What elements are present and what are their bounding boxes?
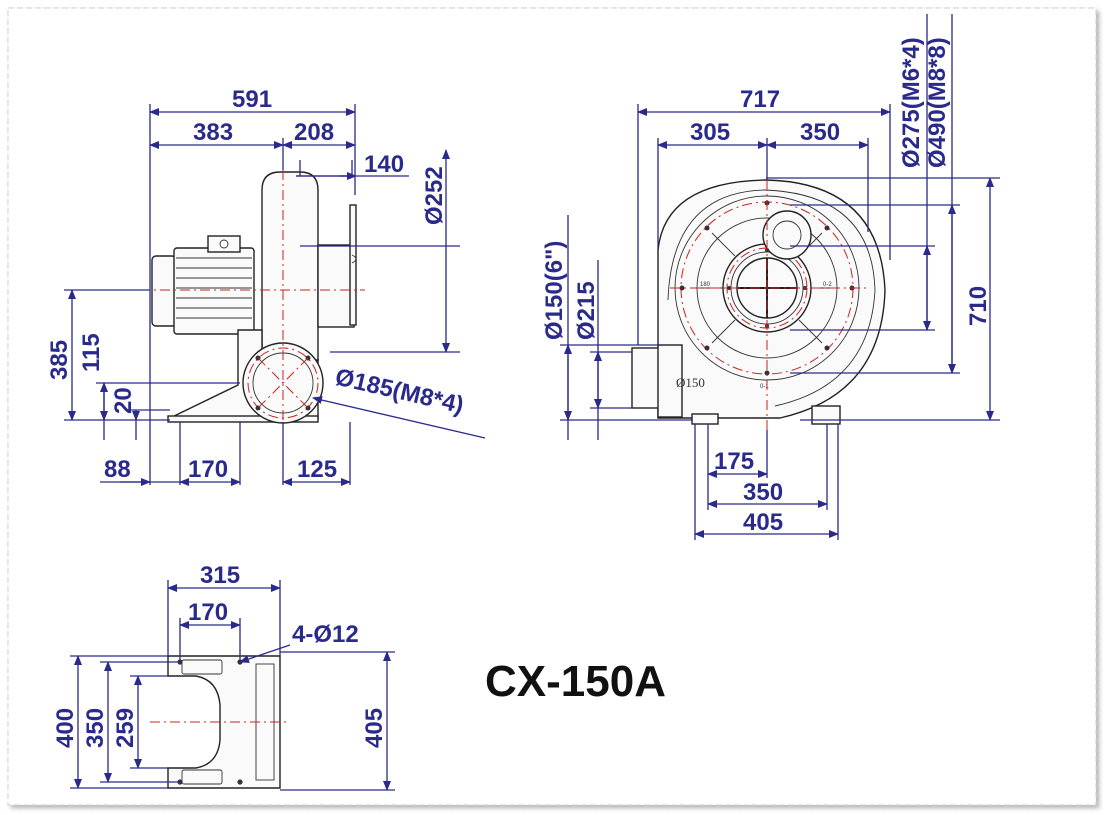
front-foot-left: [691, 413, 719, 425]
outlet-duct: [631, 347, 661, 409]
flange-hook: [351, 254, 357, 264]
dim-d252: Ø252: [421, 166, 448, 225]
motor-fins: [176, 257, 252, 319]
dim-125: 125: [297, 456, 337, 483]
dim-259: 259: [112, 708, 139, 748]
blower-housing: [261, 171, 319, 361]
dim-383: 383: [193, 119, 233, 146]
dim-350-base: 350: [82, 708, 109, 748]
dim-115: 115: [78, 333, 105, 372]
dim-140: 140: [364, 151, 404, 178]
dim-350-bottom: 350: [743, 479, 783, 506]
scroll-inner: [667, 189, 876, 407]
dim-717: 717: [740, 86, 780, 113]
dim-710: 710: [965, 286, 992, 326]
inlet-flange: [349, 204, 357, 326]
dim-591: 591: [232, 86, 272, 113]
bolt-label-left: 180: [700, 282, 711, 288]
terminal-screw: [219, 239, 229, 249]
dim-208: 208: [294, 119, 334, 146]
base-view: 315 170 4-Ø12 400 350 259 405: [52, 562, 395, 791]
dim-175: 175: [714, 448, 754, 475]
outlet-throat: [657, 344, 683, 418]
front-view: Ø150 180 0-2 0-: [541, 14, 1000, 540]
dim-400: 400: [52, 708, 79, 748]
dim-405: 405: [743, 509, 783, 536]
front-foot-right: [811, 405, 841, 425]
dim-170-base: 170: [188, 599, 228, 626]
dim-4-d12: 4-Ø12: [292, 621, 359, 648]
model-label: CX-150A: [485, 657, 666, 706]
dim-88: 88: [104, 456, 131, 483]
upper-port: [762, 210, 812, 260]
terminal-box: [207, 235, 241, 253]
base-plate: [167, 415, 319, 423]
bolt-label-right: 0-2: [823, 282, 832, 288]
hole-label: 0-1: [760, 384, 769, 390]
dim-20: 20: [110, 387, 137, 414]
dim-d490: Ø490(M8*8): [924, 37, 951, 168]
dim-315: 315: [200, 562, 240, 589]
side-view: 591 383 208 140 Ø252 385 115 20 88 170 1…: [46, 86, 486, 486]
dim-305: 305: [690, 119, 730, 146]
housing-side-plate: [317, 244, 355, 328]
motor-body: [173, 247, 255, 335]
dim-385: 385: [46, 340, 73, 380]
dim-170: 170: [188, 456, 228, 483]
dim-d215: Ø215: [573, 281, 600, 340]
dim-d275: Ø275(M6*4): [898, 37, 925, 168]
motor-end-cap: [151, 255, 177, 327]
dim-405-base: 405: [361, 708, 388, 748]
dim-350-top: 350: [800, 119, 840, 146]
dim-d150: Ø150(6"): [541, 241, 568, 340]
outlet-label: Ø150: [676, 375, 705, 390]
